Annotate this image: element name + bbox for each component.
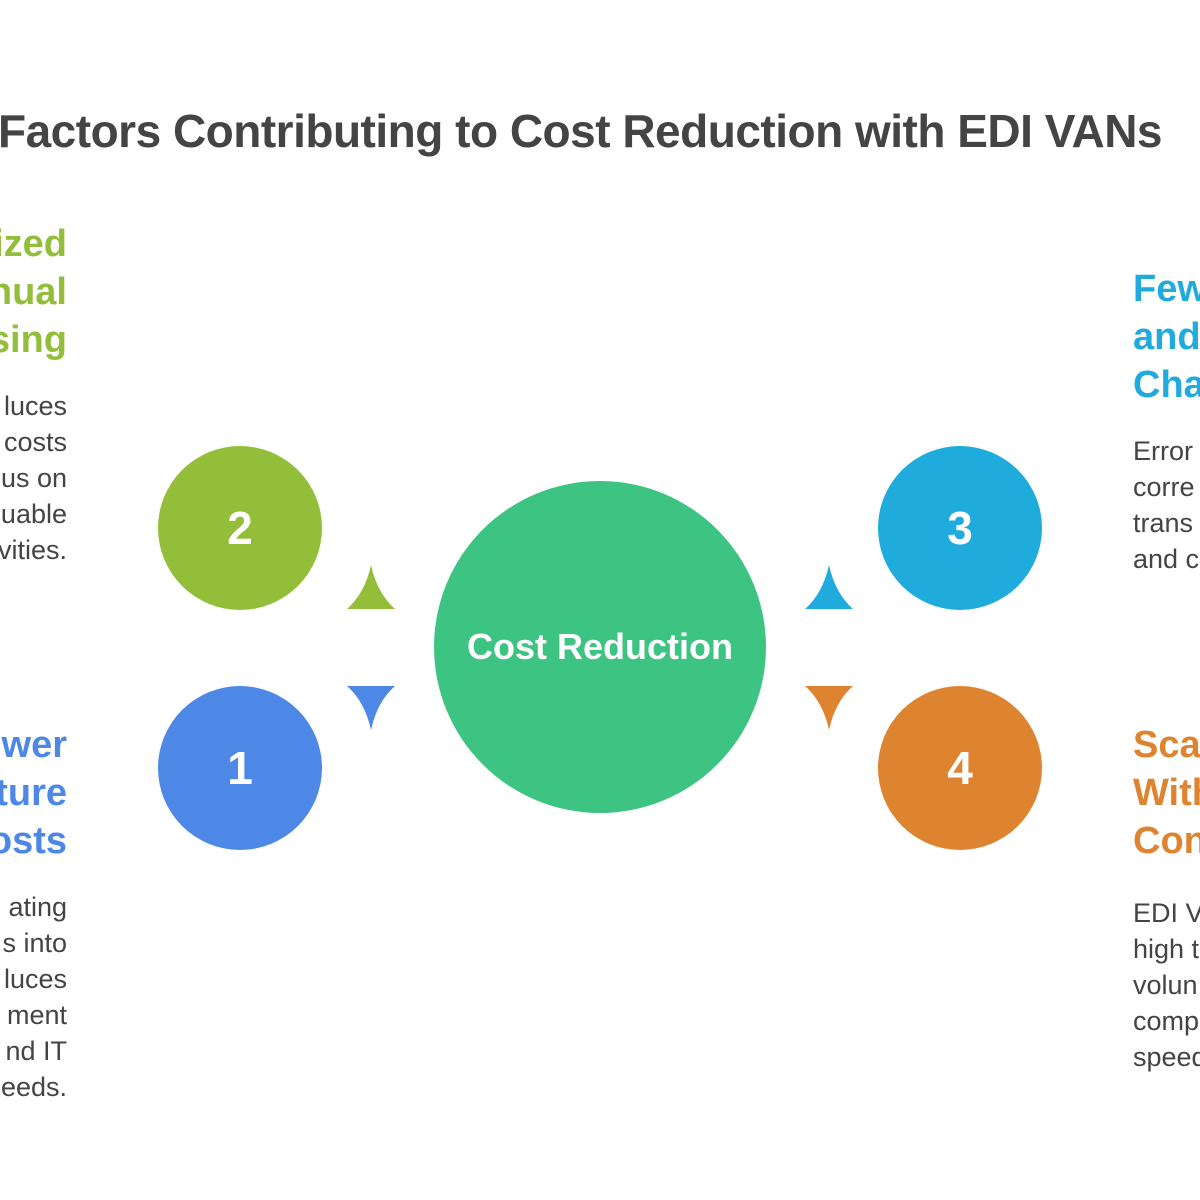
factor-2-heading: ized nual sing xyxy=(0,220,67,364)
body-line: trans xyxy=(1133,508,1194,538)
factor-4-text: Sca With Con EDI V high t volun comp spe… xyxy=(1133,721,1200,1075)
body-line: corre xyxy=(1133,472,1195,502)
body-line: luces xyxy=(3,964,67,994)
body-line: uable xyxy=(0,499,67,529)
heading-line: osts xyxy=(0,820,67,862)
heading-line: ture xyxy=(0,772,67,814)
center-circle: Cost Reduction xyxy=(434,481,766,813)
body-line: and c xyxy=(1133,544,1200,574)
heading-line: and xyxy=(1133,316,1200,358)
heading-line: nual xyxy=(0,271,67,313)
factor-1-text: ower ture osts ating s into luces ment n… xyxy=(0,721,67,1105)
heading-line: sing xyxy=(0,319,67,361)
body-line: Error xyxy=(1133,436,1193,466)
triangle-down-icon xyxy=(347,686,395,730)
factor-1-heading: ower ture osts xyxy=(0,721,67,865)
heading-line: With xyxy=(1133,772,1200,814)
heading-line: Cha xyxy=(1133,364,1200,406)
factor-3-description: Error corre trans and c xyxy=(1133,433,1200,577)
body-line: ating xyxy=(8,892,67,922)
factor-number: 4 xyxy=(947,742,973,794)
heading-line: Few xyxy=(1133,268,1200,310)
body-line: costs xyxy=(3,427,67,457)
factor-3-heading: Few and Cha xyxy=(1133,265,1200,409)
factor-3-circle: 3 xyxy=(878,446,1042,610)
factor-3-text: Few and Cha Error corre trans and c xyxy=(1133,265,1200,577)
factor-1-circle: 1 xyxy=(158,686,322,850)
body-line: vities. xyxy=(0,535,67,565)
diagram-title: Factors Contributing to Cost Reduction w… xyxy=(0,105,1163,157)
center-label: Cost Reduction xyxy=(467,626,733,667)
factor-number: 1 xyxy=(227,742,253,794)
heading-line: ower xyxy=(0,724,67,766)
body-line: us on xyxy=(0,463,67,493)
body-line: EDI V xyxy=(1133,898,1200,928)
heading-line: Sca xyxy=(1133,724,1200,766)
factor-2-circle: 2 xyxy=(158,446,322,610)
factor-4-description: EDI V high t volun comp speed xyxy=(1133,895,1200,1075)
factor-number: 2 xyxy=(227,502,253,554)
factor-1-description: ating s into luces ment nd IT eeds. xyxy=(0,889,67,1105)
factor-4-heading: Sca With Con xyxy=(1133,721,1200,865)
body-line: eeds. xyxy=(0,1072,67,1102)
factor-2-text: ized nual sing luces costs us on uable v… xyxy=(0,220,67,568)
body-line: s into xyxy=(2,928,67,958)
triangle-up-icon xyxy=(805,565,853,609)
factor-2-description: luces costs us on uable vities. xyxy=(0,388,67,568)
heading-line: Con xyxy=(1133,820,1200,862)
factor-number: 3 xyxy=(947,502,973,554)
body-line: ment xyxy=(6,1000,67,1030)
body-line: comp xyxy=(1133,1006,1200,1036)
body-line: high t xyxy=(1133,934,1200,964)
body-line: nd IT xyxy=(5,1036,67,1066)
triangle-up-icon xyxy=(347,565,395,609)
triangle-down-icon xyxy=(805,686,853,730)
body-line: speed xyxy=(1133,1042,1200,1072)
heading-line: ized xyxy=(0,223,67,265)
factor-4-circle: 4 xyxy=(878,686,1042,850)
body-line: luces xyxy=(3,391,67,421)
body-line: volun xyxy=(1133,970,1198,1000)
